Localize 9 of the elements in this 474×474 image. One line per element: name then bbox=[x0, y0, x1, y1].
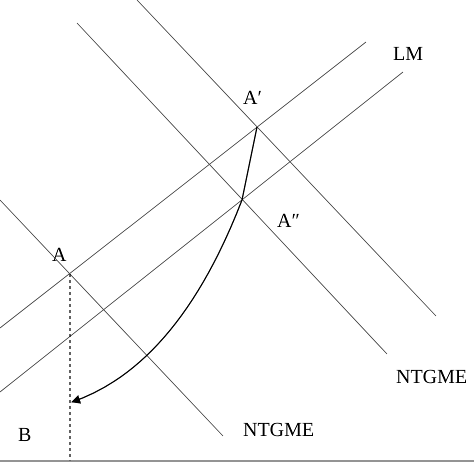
curve-label: NTGME bbox=[243, 420, 314, 440]
point-label: A′ bbox=[243, 88, 262, 108]
curve-label: LM bbox=[393, 44, 423, 64]
curve-label: NTGME bbox=[396, 367, 468, 387]
point-label: A bbox=[52, 245, 66, 265]
curved-arrow bbox=[71, 200, 243, 404]
axis-label: B bbox=[18, 425, 32, 445]
point-label: A″ bbox=[277, 211, 300, 231]
connector-line bbox=[241, 126, 258, 200]
